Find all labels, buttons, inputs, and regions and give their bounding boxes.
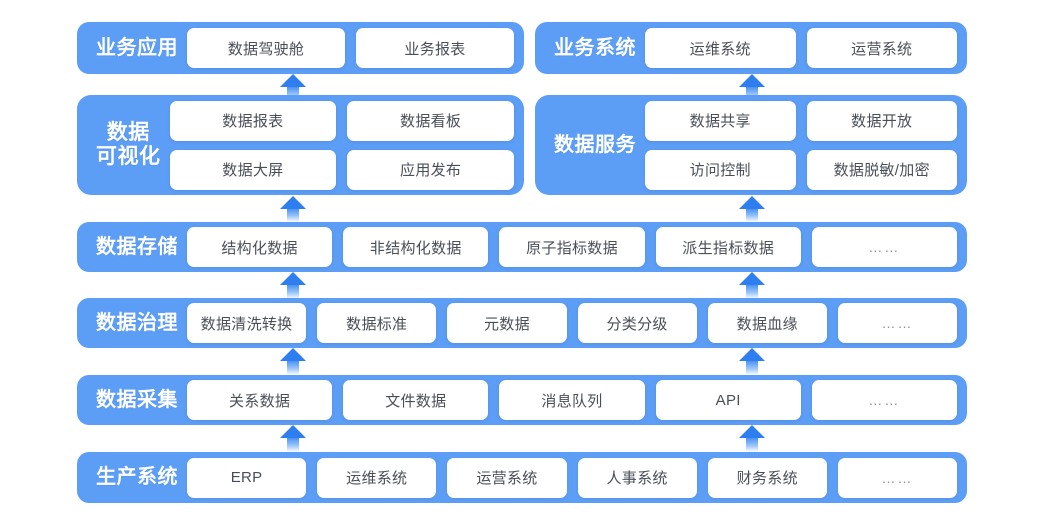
layer-production-system[interactable]: 生产系统 ERP 运维系统 运营系统 人事系统 财务系统 …… (77, 452, 967, 503)
layer-business-application[interactable]: 业务应用 数据驾驶舱 业务报表 (77, 22, 524, 74)
flow-arrow-up-left-5 (280, 425, 306, 452)
arrow-tail (287, 361, 299, 375)
chip-subrow-2: 数据大屏 应用发布 (169, 149, 514, 190)
arrow-head-icon (739, 272, 765, 285)
chip-data-big-screen[interactable]: 数据大屏 (169, 149, 337, 190)
flow-arrow-up-left-4 (280, 348, 306, 375)
chip-group-data-collection: 关系数据 文件数据 消息队列 API …… (187, 375, 958, 425)
arrow-tail (287, 285, 299, 299)
arrow-head-icon (280, 272, 306, 285)
chip-group-data-service: 数据共享 数据开放 访问控制 数据脱敏/加密 (645, 95, 957, 195)
layer-label-business-system: 业务系统 (554, 36, 636, 59)
chip-structured-data[interactable]: 结构化数据 (187, 227, 333, 267)
arrow-head-icon (739, 425, 765, 438)
chip-more-governance[interactable]: …… (837, 303, 958, 343)
layer-data-service[interactable]: 数据服务 数据共享 数据开放 访问控制 数据脱敏/加密 (535, 95, 967, 195)
chip-app-publish[interactable]: 应用发布 (347, 149, 514, 190)
arrow-head-icon (739, 348, 765, 361)
layer-data-collection[interactable]: 数据采集 关系数据 文件数据 消息队列 API …… (77, 375, 967, 425)
chip-operation-system[interactable]: 运营系统 (447, 457, 567, 498)
layer-data-storage[interactable]: 数据存储 结构化数据 非结构化数据 原子指标数据 派生指标数据 …… (77, 222, 967, 272)
arrow-tail (746, 438, 758, 452)
arrow-head-icon (739, 74, 765, 87)
chip-message-queue[interactable]: 消息队列 (499, 380, 645, 420)
layer-label-data-visualization: 数据 可视化 (96, 121, 161, 168)
chip-relational-data[interactable]: 关系数据 (187, 380, 333, 420)
chip-metadata[interactable]: 元数据 (447, 303, 567, 343)
chip-subrow-1: 数据共享 数据开放 (645, 100, 957, 141)
chip-erp[interactable]: ERP (187, 457, 307, 498)
chip-more-storage[interactable]: …… (811, 227, 958, 267)
chip-data-opening[interactable]: 数据开放 (806, 100, 957, 141)
layer-data-visualization[interactable]: 数据 可视化 数据报表 数据看板 数据大屏 应用发布 (77, 95, 524, 195)
chip-more-collection[interactable]: …… (811, 380, 958, 420)
layer-label-production-system: 生产系统 (96, 466, 178, 489)
chip-group-data-visualization: 数据报表 数据看板 数据大屏 应用发布 (169, 95, 514, 195)
chip-data-cockpit[interactable]: 数据驾驶舱 (187, 28, 345, 68)
chip-ops-system[interactable]: 运维系统 (317, 457, 437, 498)
chip-subrow-2: 访问控制 数据脱敏/加密 (645, 149, 957, 190)
arrow-head-icon (280, 74, 306, 87)
layer-label-business-application: 业务应用 (96, 36, 178, 59)
flow-arrow-up-right-4 (739, 348, 765, 375)
chip-atomic-metric-data[interactable]: 原子指标数据 (499, 227, 645, 267)
flow-arrow-up-right-3 (739, 272, 765, 299)
chip-file-data[interactable]: 文件数据 (343, 380, 489, 420)
chip-data-masking-encryption[interactable]: 数据脱敏/加密 (806, 149, 957, 190)
arrow-tail (287, 438, 299, 452)
chip-group-production-system: ERP 运维系统 运营系统 人事系统 财务系统 …… (187, 452, 958, 503)
chip-derived-metric-data[interactable]: 派生指标数据 (655, 227, 801, 267)
layer-label-data-governance: 数据治理 (96, 311, 178, 334)
arrow-tail (746, 285, 758, 299)
chip-more-production[interactable]: …… (837, 457, 958, 498)
chip-data-cleaning-transform[interactable]: 数据清洗转换 (187, 303, 307, 343)
chip-data-sharing[interactable]: 数据共享 (645, 100, 796, 141)
chip-data-report[interactable]: 数据报表 (169, 100, 337, 141)
flow-arrow-up-left-3 (280, 272, 306, 299)
layer-label-data-service: 数据服务 (554, 133, 636, 156)
chip-operation-system[interactable]: 运营系统 (806, 28, 957, 68)
chip-api[interactable]: API (655, 380, 801, 420)
chip-finance-system[interactable]: 财务系统 (707, 457, 827, 498)
layer-data-governance[interactable]: 数据治理 数据清洗转换 数据标准 元数据 分类分级 数据血缘 …… (77, 298, 967, 348)
chip-unstructured-data[interactable]: 非结构化数据 (343, 227, 489, 267)
chip-group-business-application: 数据驾驶舱 业务报表 (187, 22, 514, 74)
layer-label-data-collection: 数据采集 (96, 388, 178, 411)
arrow-tail (746, 209, 758, 222)
layer-label-data-storage: 数据存储 (96, 235, 178, 258)
arrow-tail (287, 209, 299, 222)
arrow-head-icon (280, 425, 306, 438)
chip-ops-system[interactable]: 运维系统 (645, 28, 796, 68)
arrow-head-icon (280, 196, 306, 209)
chip-classification-grading[interactable]: 分类分级 (577, 303, 697, 343)
chip-group-business-system: 运维系统 运营系统 (645, 22, 957, 74)
flow-arrow-up-right-5 (739, 425, 765, 452)
chip-subrow-1: 数据报表 数据看板 (169, 100, 514, 141)
chip-data-standard[interactable]: 数据标准 (317, 303, 437, 343)
chip-data-lineage[interactable]: 数据血缘 (707, 303, 827, 343)
flow-arrow-up-left-2 (280, 196, 306, 222)
chip-group-data-governance: 数据清洗转换 数据标准 元数据 分类分级 数据血缘 …… (187, 298, 958, 348)
chip-group-data-storage: 结构化数据 非结构化数据 原子指标数据 派生指标数据 …… (187, 222, 958, 272)
arrow-head-icon (280, 348, 306, 361)
layer-business-system[interactable]: 业务系统 运维系统 运营系统 (535, 22, 967, 74)
chip-hr-system[interactable]: 人事系统 (577, 457, 697, 498)
flow-arrow-up-right-2 (739, 196, 765, 222)
chip-data-dashboard[interactable]: 数据看板 (347, 100, 514, 141)
chip-access-control[interactable]: 访问控制 (645, 149, 796, 190)
arrow-head-icon (739, 196, 765, 209)
chip-business-report[interactable]: 业务报表 (356, 28, 514, 68)
arrow-tail (746, 361, 758, 375)
